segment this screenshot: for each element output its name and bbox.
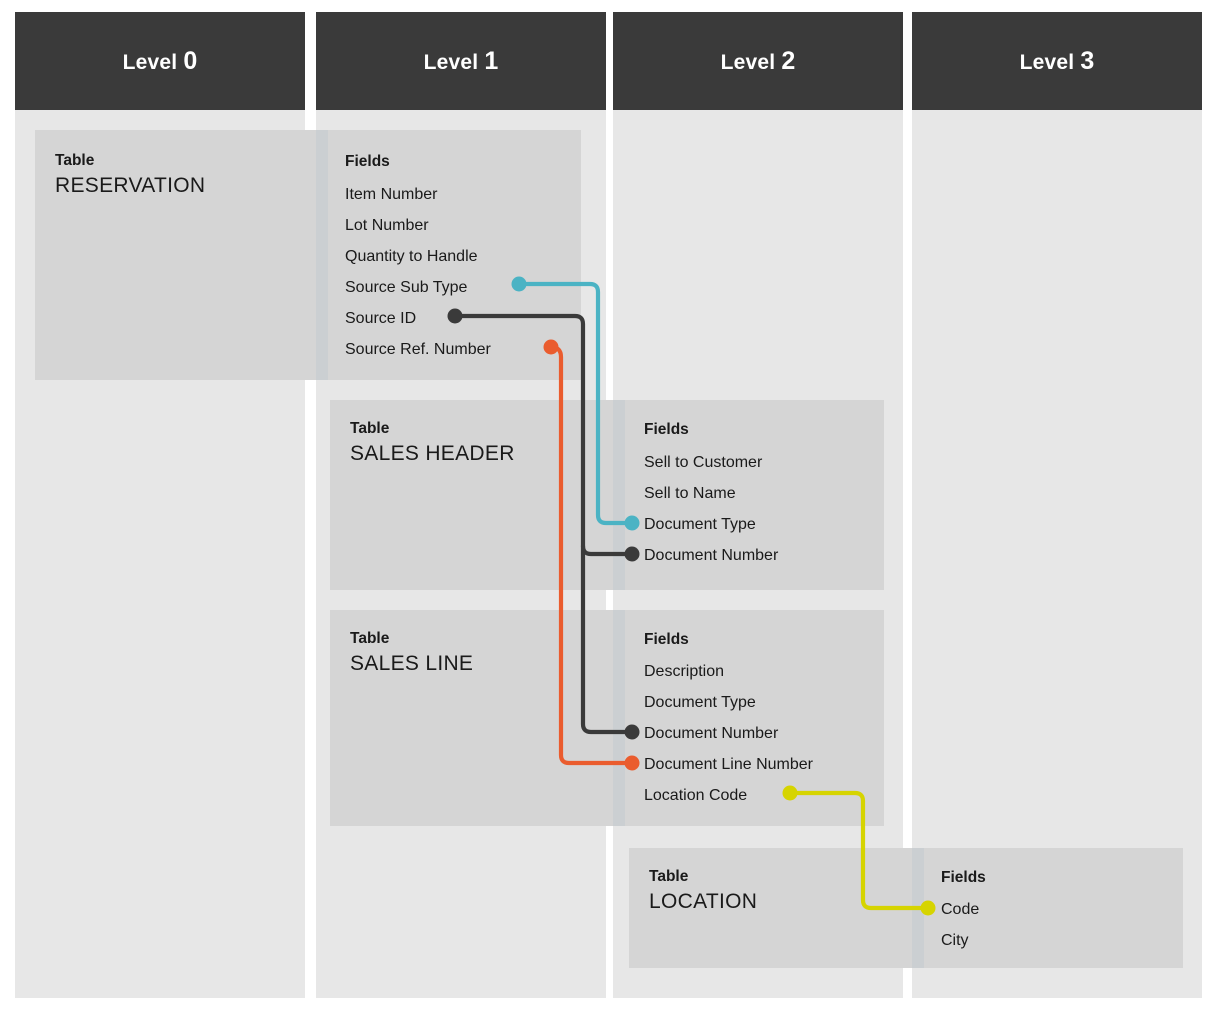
- level-header-0: Level 0: [15, 12, 305, 110]
- entity-block-location-overlap: [912, 848, 924, 968]
- location-table-label: Table: [649, 868, 689, 885]
- level-header-label-1: Level 1: [423, 46, 499, 75]
- level-header-label-0: Level 0: [122, 46, 198, 75]
- reservation-field-source-id: Source ID: [345, 310, 417, 327]
- level-header-1: Level 1: [316, 12, 606, 110]
- sales-header-field-document-number: Document Number: [644, 547, 779, 564]
- level-header-3: Level 3: [912, 12, 1202, 110]
- level-header-2: Level 2: [613, 12, 903, 110]
- sales-header-table-label: Table: [350, 420, 390, 437]
- sales-header-table-name: SALES HEADER: [350, 442, 515, 465]
- reservation-field-lot-number: Lot Number: [345, 217, 429, 234]
- entity-block-sales-header-overlap: [613, 400, 625, 590]
- reservation-field-item-number: Item Number: [345, 186, 438, 203]
- entity-block-sales-header: [330, 400, 884, 590]
- sales-line-field-document-line-number: Document Line Number: [644, 756, 813, 773]
- level-column-3: Level 3: [912, 12, 1202, 998]
- sales-line-field-document-type: Document Type: [644, 694, 756, 711]
- entity-block-sales-line-overlap: [613, 610, 625, 826]
- sales-header-field-sell-to-name: Sell to Name: [644, 485, 736, 502]
- location-field-code: Code: [941, 901, 980, 918]
- sales-header-field-document-type: Document Type: [644, 516, 756, 533]
- entity-block-reservation: [35, 130, 581, 380]
- sales-line-table-name: SALES LINE: [350, 652, 474, 675]
- sales-header-fields-label: Fields: [644, 421, 689, 438]
- sales-line-table-label: Table: [350, 630, 390, 647]
- reservation-field-quantity-to-handle: Quantity to Handle: [345, 248, 478, 265]
- reservation-table-label: Table: [55, 152, 95, 169]
- level-header-label-3: Level 3: [1019, 46, 1095, 75]
- reservation-field-source-sub-type: Source Sub Type: [345, 279, 468, 296]
- reservation-field-source-ref-number: Source Ref. Number: [345, 341, 491, 358]
- location-fields-label: Fields: [941, 869, 986, 886]
- sales-line-field-document-number: Document Number: [644, 725, 779, 742]
- sales-header-field-sell-to-customer: Sell to Customer: [644, 454, 763, 471]
- sales-line-field-description: Description: [644, 663, 725, 680]
- reservation-table-name: RESERVATION: [55, 174, 206, 197]
- reservation-fields-label: Fields: [345, 153, 390, 170]
- location-field-city: City: [941, 932, 969, 949]
- level-header-label-2: Level 2: [720, 46, 796, 75]
- sales-line-field-location-code: Location Code: [644, 787, 748, 804]
- sales-line-fields-label: Fields: [644, 631, 689, 648]
- location-table-name: LOCATION: [649, 890, 758, 913]
- entity-block-sales-line: [330, 610, 884, 826]
- entity-block-reservation-overlap: [316, 130, 328, 380]
